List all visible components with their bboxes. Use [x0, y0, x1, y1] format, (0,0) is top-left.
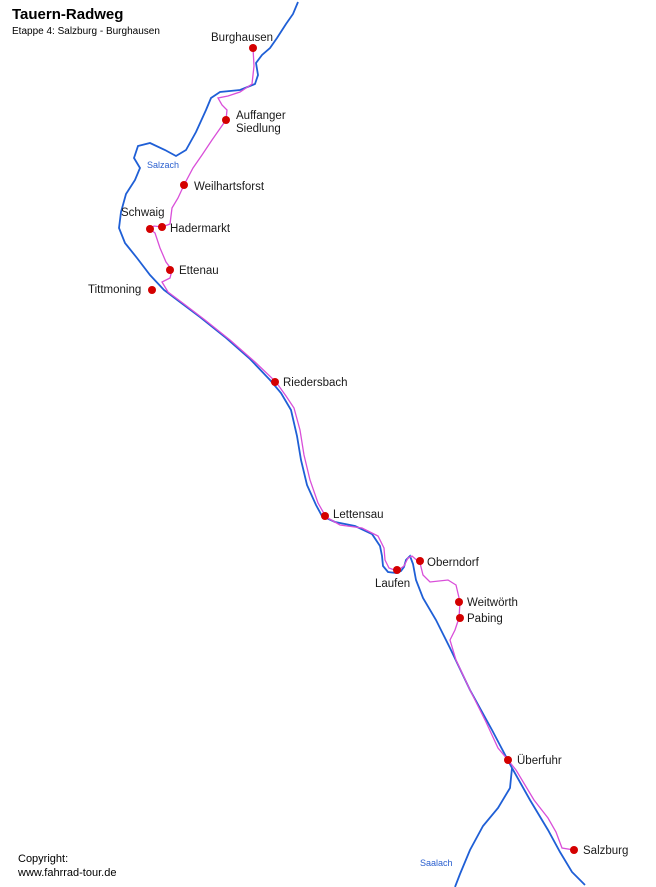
- map-title: Tauern-Radweg: [12, 6, 124, 23]
- town-marker: [180, 181, 188, 189]
- town-label: Weilhartsforst: [194, 181, 265, 193]
- town-label: Hadermarkt: [170, 223, 231, 235]
- town-weitwoerth[interactable]: Weitwörth: [455, 597, 518, 609]
- cycle-route: [148, 47, 575, 851]
- town-marker: [158, 223, 166, 231]
- copyright-label: Copyright:: [18, 853, 69, 865]
- town-marker: [271, 378, 279, 386]
- saalach-river: [454, 767, 513, 887]
- town-label: Auffanger: [236, 110, 286, 122]
- town-laufen[interactable]: Laufen: [375, 566, 410, 590]
- town-tittmoning[interactable]: Tittmoning: [88, 284, 156, 296]
- town-ettenau[interactable]: Ettenau: [166, 265, 219, 277]
- salzach-river: [118, 1, 586, 886]
- town-label: Ettenau: [179, 265, 219, 277]
- town-label: Burghausen: [211, 32, 273, 44]
- town-riedersbach[interactable]: Riedersbach: [271, 377, 348, 389]
- town-marker: [393, 566, 401, 574]
- town-marker: [504, 756, 512, 764]
- town-label: Überfuhr: [517, 755, 562, 767]
- town-schwaig[interactable]: Schwaig: [121, 207, 164, 233]
- town-marker: [148, 286, 156, 294]
- town-weilhartsforst[interactable]: Weilhartsforst: [180, 181, 265, 193]
- town-auffanger-siedlung[interactable]: Auffanger Siedlung: [222, 110, 286, 135]
- copyright-note: Copyright: www.fahrrad-tour.de: [18, 852, 116, 880]
- town-salzburg[interactable]: Salzburg: [570, 845, 628, 857]
- town-marker: [321, 512, 329, 520]
- town-label: Oberndorf: [427, 557, 480, 569]
- copyright-url: www.fahrrad-tour.de: [18, 867, 117, 879]
- map-subtitle: Etappe 4: Salzburg - Burghausen: [12, 26, 160, 37]
- town-marker: [166, 266, 174, 274]
- town-label: Riedersbach: [283, 377, 348, 389]
- town-label: Laufen: [375, 578, 410, 590]
- town-marker: [249, 44, 257, 52]
- town-hadermarkt[interactable]: Hadermarkt: [158, 223, 231, 235]
- town-oberndorf[interactable]: Oberndorf: [416, 557, 480, 569]
- town-label: Schwaig: [121, 207, 164, 219]
- town-label: Weitwörth: [467, 597, 518, 609]
- town-marker: [222, 116, 230, 124]
- town-label: Pabing: [467, 613, 503, 625]
- town-label: Lettensau: [333, 509, 384, 521]
- salzach-label: Salzach: [147, 160, 179, 170]
- town-label-line2: Siedlung: [236, 123, 281, 135]
- town-lettensau[interactable]: Lettensau: [321, 509, 384, 521]
- town-marker: [416, 557, 424, 565]
- town-ueberfuhr[interactable]: Überfuhr: [504, 755, 562, 767]
- town-marker: [146, 225, 154, 233]
- town-marker: [455, 598, 463, 606]
- town-label: Tittmoning: [88, 284, 141, 296]
- town-label: Salzburg: [583, 845, 628, 857]
- town-marker: [570, 846, 578, 854]
- town-pabing[interactable]: Pabing: [456, 613, 503, 625]
- town-marker: [456, 614, 464, 622]
- town-burghausen[interactable]: Burghausen: [211, 32, 273, 52]
- saalach-label: Saalach: [420, 858, 453, 868]
